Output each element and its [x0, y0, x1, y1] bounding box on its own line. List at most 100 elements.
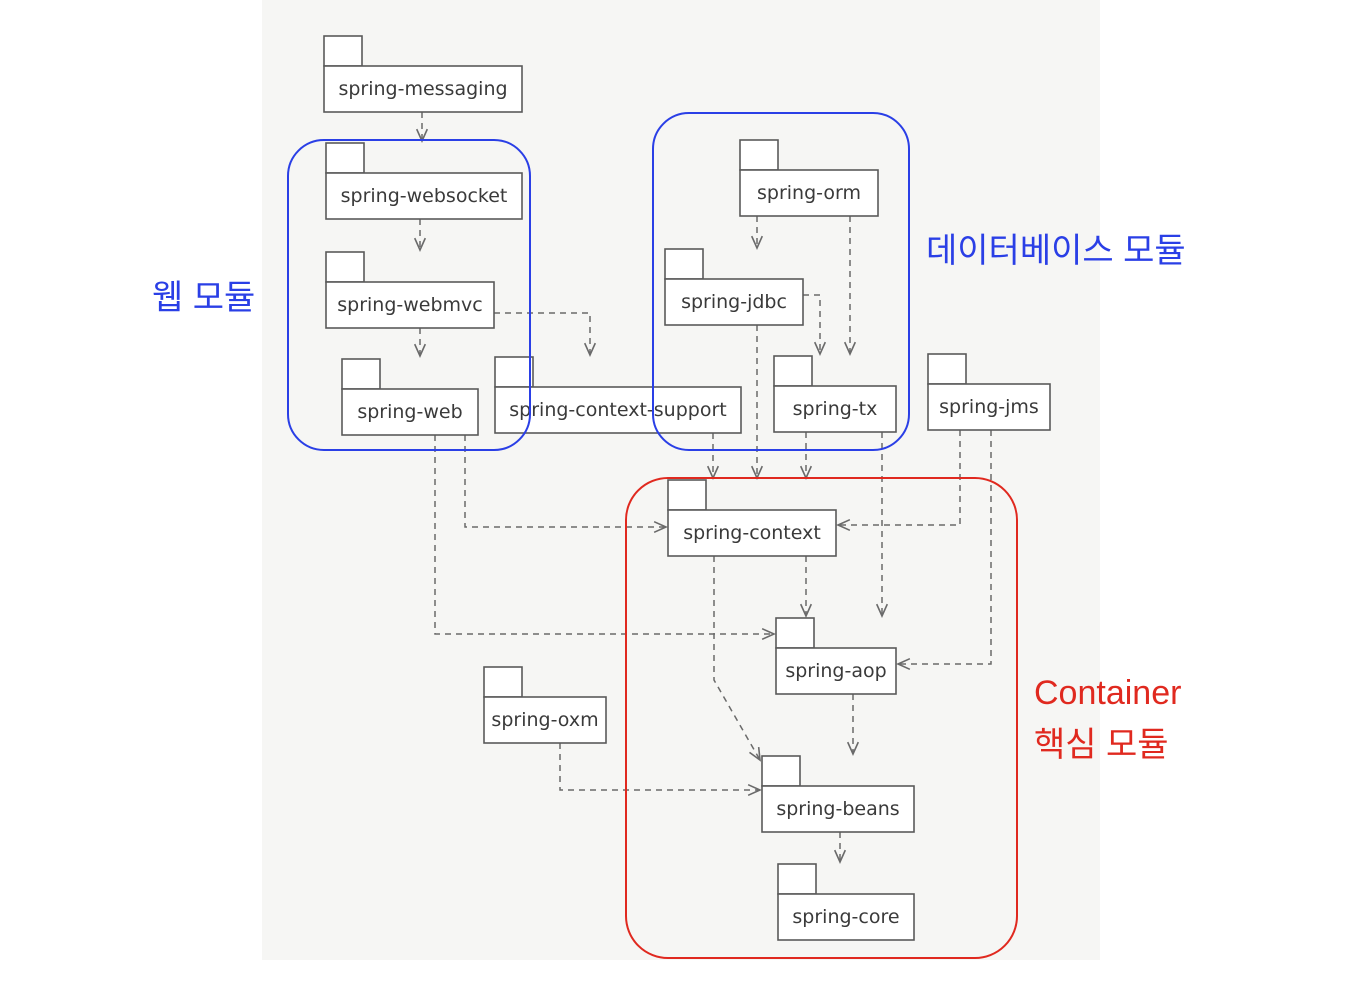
- open-arrowhead-icon: [843, 341, 857, 356]
- spring-beans-package-box: [761, 785, 915, 833]
- container-label: Container: [1034, 674, 1181, 712]
- spring-tx-package: spring-tx: [773, 355, 897, 433]
- spring-orm-package: spring-orm: [739, 139, 879, 217]
- spring-jms-to-spring-aop-line: [898, 430, 992, 665]
- spring-context-support-label: spring-context-support: [509, 399, 726, 421]
- spring-web-to-spring-context-line: [464, 435, 666, 528]
- spring-jdbc-package-box: [664, 278, 804, 326]
- open-arrowhead-icon: [750, 235, 764, 250]
- database-module-group-box: [652, 112, 910, 451]
- spring-jdbc-package: spring-jdbc: [664, 248, 804, 326]
- spring-jms-to-spring-aop-dependency: [896, 430, 992, 671]
- spring-webmvc-package-box: [325, 281, 495, 329]
- spring-core-package-tab: [777, 863, 817, 895]
- spring-webmvc-package-tab: [325, 251, 365, 283]
- web-module-label: 웹 모듈: [152, 279, 255, 317]
- spring-context-support-package: spring-context-support: [494, 356, 742, 434]
- spring-jdbc-to-spring-tx-dependency: [803, 294, 827, 356]
- spring-webmvc-package: spring-webmvc: [325, 251, 495, 329]
- spring-orm-label: spring-orm: [757, 182, 861, 204]
- open-arrowhead-icon: [761, 627, 776, 641]
- open-arrowhead-icon: [413, 343, 427, 358]
- spring-context-label: spring-context: [683, 522, 821, 544]
- spring-orm-package-tab: [739, 139, 779, 171]
- spring-websocket-package: spring-websocket: [325, 142, 523, 220]
- spring-beans-label: spring-beans: [776, 798, 899, 820]
- spring-core-package: spring-core: [777, 863, 915, 941]
- spring-jms-package-box: [927, 383, 1051, 431]
- spring-messaging-package-tab: [323, 35, 363, 67]
- open-arrowhead-icon: [747, 783, 762, 797]
- core-module-label: 핵심 모듈: [1034, 726, 1169, 764]
- spring-beans-to-spring-core-dependency: [833, 832, 847, 864]
- open-arrowhead-icon: [836, 518, 851, 532]
- spring-messaging-label: spring-messaging: [338, 78, 507, 100]
- spring-jdbc-package-tab: [664, 248, 704, 280]
- spring-aop-package-box: [775, 647, 897, 695]
- open-arrowhead-icon: [846, 741, 860, 756]
- spring-tx-package-tab: [773, 355, 813, 387]
- spring-web-package-box: [341, 388, 479, 436]
- spring-tx-package-box: [773, 385, 897, 433]
- open-arrowhead-icon: [413, 237, 427, 252]
- spring-oxm-label: spring-oxm: [491, 709, 598, 731]
- spring-jdbc-to-spring-tx-line: [803, 294, 821, 354]
- spring-tx-to-spring-aop-dependency: [875, 432, 889, 618]
- spring-context-to-spring-aop-dependency: [799, 556, 813, 618]
- spring-oxm-package-tab: [483, 666, 523, 698]
- spring-context-to-spring-beans-line: [713, 556, 761, 761]
- spring-websocket-label: spring-websocket: [341, 185, 508, 207]
- spring-oxm-package-box: [483, 696, 607, 744]
- module-groups: 웹 모듈 데이터베이스 모듈 Container 핵심 모듈: [152, 112, 1186, 959]
- spring-jms-package: spring-jms: [927, 353, 1051, 431]
- spring-jdbc-label: spring-jdbc: [681, 291, 787, 313]
- spring-orm-package-box: [739, 169, 879, 217]
- spring-webmvc-to-spring-context-support-line: [494, 312, 591, 355]
- web-module-group-box: [287, 139, 531, 451]
- spring-websocket-package-tab: [325, 142, 365, 174]
- spring-core-package-box: [777, 893, 915, 941]
- spring-websocket-to-spring-webmvc-dependency: [413, 219, 427, 252]
- spring-webmvc-label: spring-webmvc: [337, 294, 483, 316]
- spring-aop-label: spring-aop: [785, 660, 886, 682]
- spring-websocket-package-box: [325, 172, 523, 220]
- dependency-arrows: [413, 112, 992, 864]
- spring-core-label: spring-core: [792, 906, 899, 928]
- spring-webmvc-to-spring-web-dependency: [413, 328, 427, 358]
- spring-webmvc-to-spring-context-support-dependency: [494, 312, 597, 357]
- spring-jms-label: spring-jms: [939, 396, 1039, 418]
- spring-messaging-package-box: [323, 65, 523, 113]
- open-arrowhead-icon: [875, 603, 889, 618]
- spring-jms-package-tab: [927, 353, 967, 385]
- open-arrowhead-icon: [799, 603, 813, 618]
- open-arrowhead-icon: [749, 746, 761, 762]
- spring-oxm-package: spring-oxm: [483, 666, 607, 744]
- spring-aop-package: spring-aop: [775, 617, 897, 695]
- open-arrowhead-icon: [833, 849, 847, 864]
- spring-context-package-tab: [667, 479, 707, 511]
- spring-web-label: spring-web: [357, 401, 462, 423]
- spring-beans-package: spring-beans: [761, 755, 915, 833]
- spring-web-to-spring-aop-dependency: [434, 435, 776, 641]
- spring-messaging-package: spring-messaging: [323, 35, 523, 113]
- spring-orm-to-spring-jdbc-dependency: [750, 216, 764, 250]
- spring-oxm-to-spring-beans-line: [559, 743, 760, 791]
- packages: spring-messaging spring-websocket spring-w…: [323, 35, 1051, 941]
- open-arrowhead-icon: [896, 657, 911, 671]
- container-core-module-group-box: [625, 477, 1018, 959]
- spring-context-support-package-box: [494, 386, 742, 434]
- spring-context-support-package-tab: [494, 356, 534, 388]
- spring-web-package-tab: [341, 358, 381, 390]
- spring-beans-package-tab: [761, 755, 801, 787]
- database-module-label: 데이터베이스 모듈: [926, 232, 1186, 270]
- spring-web-to-spring-context-dependency: [464, 435, 668, 534]
- spring-aop-to-spring-beans-dependency: [846, 694, 860, 756]
- spring-context-to-spring-beans-dependency: [713, 556, 761, 762]
- open-arrowhead-icon: [813, 341, 827, 356]
- open-arrowhead-icon: [653, 520, 668, 534]
- spring-aop-package-tab: [775, 617, 815, 649]
- spring-jms-to-spring-context-line: [838, 430, 961, 526]
- open-arrowhead-icon: [583, 342, 597, 357]
- spring-web-package: spring-web: [341, 358, 479, 436]
